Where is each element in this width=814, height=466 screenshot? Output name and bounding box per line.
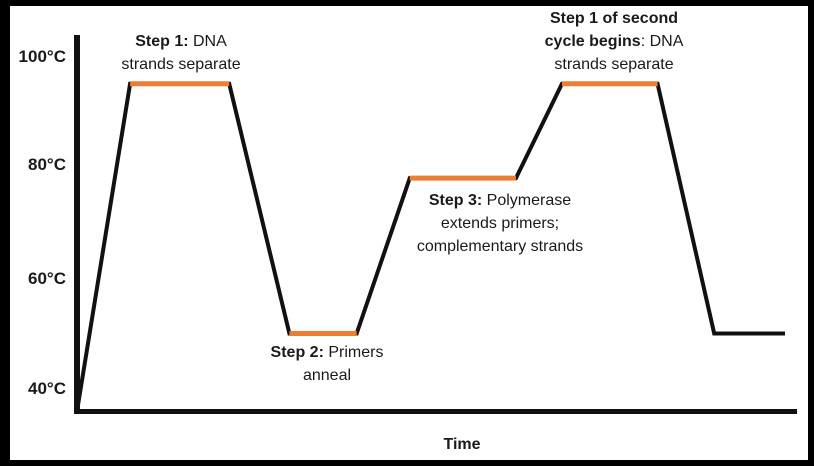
- y-tick-60c: 60°C: [28, 269, 66, 288]
- annotation-regular-text: : DNA: [640, 33, 684, 50]
- annotation-line: anneal: [302, 367, 352, 384]
- annotation-regular-text: DNA: [188, 33, 227, 50]
- annotation-regular-text: Primers: [323, 344, 384, 361]
- annotation-line: Step 3: Polymerase: [405, 189, 595, 212]
- annotation-line: extends primers;: [440, 215, 560, 232]
- annotation-regular-text: Polymerase: [482, 192, 572, 209]
- annotation-bold-text: Step 2:: [270, 344, 324, 361]
- annotation-line: Step 1: DNA: [101, 30, 261, 53]
- x-axis-label: Time: [443, 436, 481, 453]
- x-axis: [74, 409, 797, 414]
- y-tick-100c: 100°C: [18, 47, 66, 66]
- annotation-line: cycle begins: DNA: [529, 30, 699, 53]
- annotation-bold-text: cycle begins: [544, 33, 641, 50]
- annotation-step3-extension: Step 3: Polymerase extends primers; comp…: [405, 189, 595, 258]
- annotation-line: Step 2: Primers: [252, 341, 402, 364]
- y-tick-80c: 80°C: [28, 155, 66, 174]
- annotation-step1-second-cycle: Step 1 of second cycle begins: DNA stran…: [529, 7, 699, 76]
- annotation-bold-text: Step 1:: [135, 33, 189, 50]
- y-tick-40c: 40°C: [28, 379, 66, 398]
- annotation-line: complementary strands: [416, 238, 584, 255]
- annotation-line: Step 1 of second: [549, 10, 679, 27]
- y-axis: [74, 35, 80, 414]
- frame-left-border: [0, 0, 10, 466]
- annotation-bold-text: Step 3:: [428, 192, 483, 209]
- annotation-line: strands separate: [554, 56, 674, 73]
- annotation-step2-annealing: Step 2: Primers anneal: [252, 341, 402, 387]
- annotation-step1-denaturation: Step 1: DNA strands separate: [101, 30, 261, 76]
- annotation-line: strands separate: [121, 56, 241, 73]
